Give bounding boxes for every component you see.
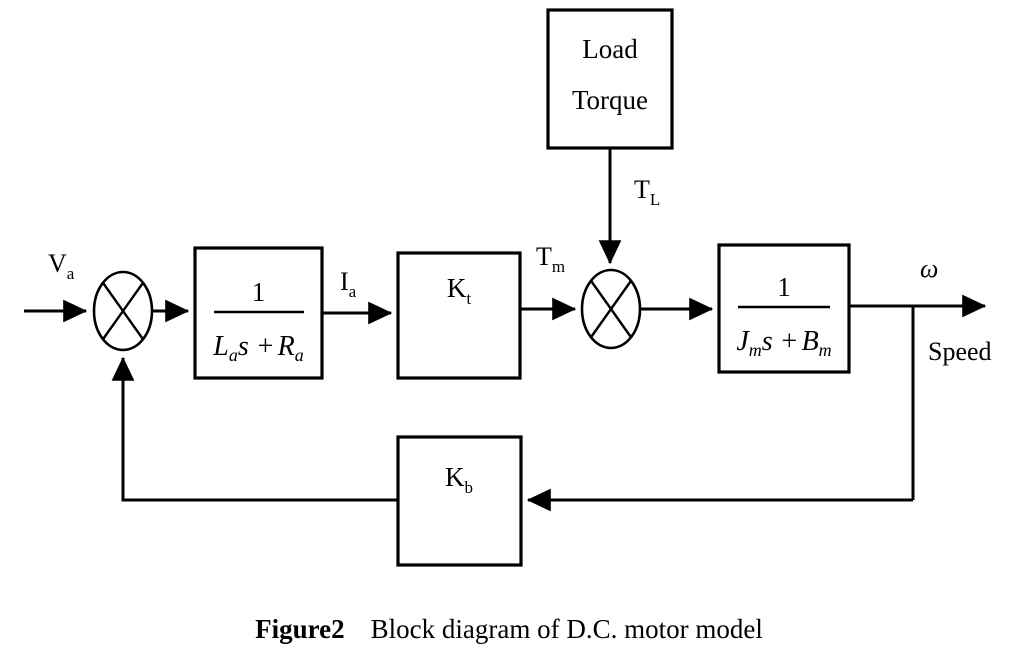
mech-den-B: B [802,326,819,357]
va-sub: a [67,264,75,283]
signal-labels: Va Ia Tm TL ω Speed [48,175,992,366]
label-load-torque-signal: TL [634,175,660,209]
tl-main: T [634,175,650,204]
armature-den-L: L [212,331,229,362]
signal-wires [24,148,987,512]
block-mechanical-transfer: 1 Jms +Bm [717,243,851,374]
armature-den-mid: s + [238,331,275,362]
armature-denominator: Las +Ra [212,331,303,365]
label-output-speed-text: Speed [928,337,992,366]
mech-den-sub-m: m [749,340,762,360]
summing-junction-input [92,270,154,352]
figure-caption-label: Figure2 [255,614,345,644]
armature-den-sub-a: a [229,345,238,365]
label-input-voltage: Va [48,249,75,283]
mech-den-J: J [736,326,750,357]
armature-den-sub-a2: a [295,345,304,365]
block-kt-label: Kt [447,273,472,308]
kb-main: K [445,462,465,492]
ia-main: I [340,267,349,296]
mech-den-sub-m2: m [819,340,832,360]
label-output-speed-symbol: ω [920,254,938,283]
kb-sub: b [465,478,474,497]
tl-sub: L [650,190,660,209]
block-load-torque-label-line2: Torque [572,85,648,115]
armature-numerator: 1 [252,277,266,307]
mechanical-numerator: 1 [777,272,791,302]
label-motor-torque: Tm [536,242,565,276]
block-armature-transfer: 1 Las +Ra [193,246,324,380]
summing-junction-torque [580,268,642,350]
tm-main: T [536,242,552,271]
kt-sub: t [466,289,471,308]
block-kb-label: Kb [445,462,473,497]
block-load-torque: Load Torque [546,8,674,150]
block-torque-constant: Kt [396,251,522,380]
mech-den-mid: s + [762,326,799,357]
armature-den-R: R [277,331,295,362]
figure-caption-text: Block diagram of D.C. motor model [370,614,763,644]
va-main: V [48,249,67,278]
block-load-torque-label-line1: Load [582,34,638,64]
wire-feedback-to-sum [111,356,398,502]
mechanical-denominator: Jms +Bm [736,326,831,360]
ia-sub: a [349,282,357,301]
kt-main: K [447,273,467,303]
figure-caption: Figure2 Block diagram of D.C. motor model [0,614,1018,645]
block-back-emf-constant: Kb [396,435,523,567]
tm-sub: m [552,257,565,276]
label-armature-current: Ia [340,267,357,301]
